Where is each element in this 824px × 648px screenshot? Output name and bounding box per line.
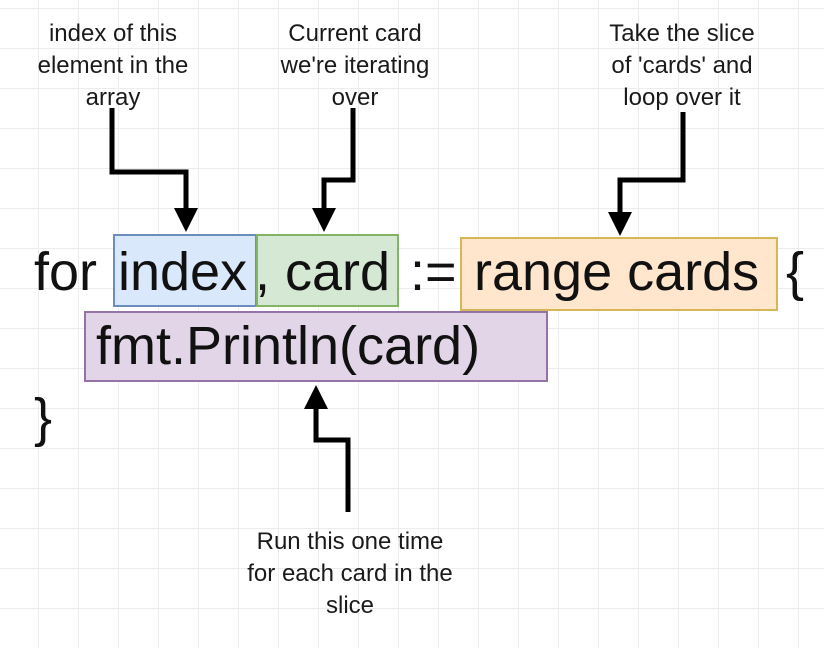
card-variable: , card <box>255 242 391 302</box>
body-statement: fmt.Println(card) <box>96 316 481 376</box>
range-expression: range cards <box>474 242 760 302</box>
body-arrow <box>313 405 351 512</box>
close-brace: } <box>34 388 53 448</box>
index-annotation: index of this element in the array <box>37 20 189 111</box>
card-arrowhead <box>312 208 336 232</box>
body-arrowhead <box>304 385 328 409</box>
open-brace: { <box>786 242 805 302</box>
index-highlight-box <box>113 234 257 307</box>
index-variable: index <box>118 242 248 302</box>
range-annotation: Take the slice of 'cards' and loop over … <box>609 20 755 111</box>
index-arrow <box>109 108 189 212</box>
range-highlight-box <box>460 237 778 311</box>
for-keyword: for <box>34 242 98 302</box>
assign-operator: := <box>410 242 457 302</box>
card-arrow <box>321 108 356 212</box>
card-annotation: Current card we're iterating over <box>280 20 430 111</box>
index-arrowhead <box>174 208 198 232</box>
body-annotation: Run this one time for each card in the s… <box>247 528 453 619</box>
body-highlight-box <box>84 311 548 382</box>
range-arrow <box>617 112 686 216</box>
card-highlight-box <box>256 234 399 307</box>
range-arrowhead <box>608 212 632 236</box>
